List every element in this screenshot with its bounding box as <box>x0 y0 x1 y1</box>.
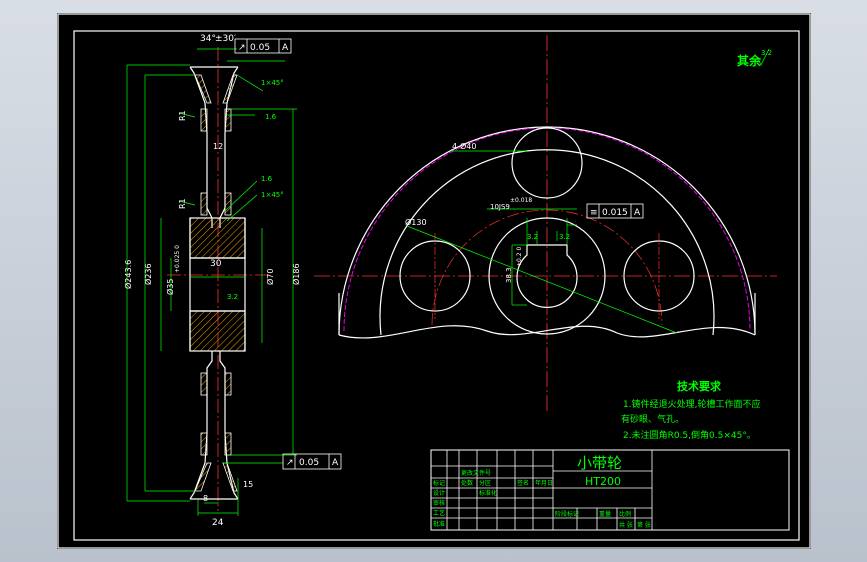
roughness-2-label: 1.6 <box>261 175 273 183</box>
front-view: 4-Ø40 Ø130 10JS9 ±0.018 ≡ 0.015 A 38.3 +… <box>314 35 777 413</box>
tb-cell-11: 审核 <box>433 499 445 507</box>
tb-cell-6: 设计 <box>433 489 445 497</box>
svg-text:↗: ↗ <box>238 43 246 53</box>
dim-70-label: Ø70 <box>265 269 275 285</box>
radius-upper-label: R1 <box>178 110 187 121</box>
chamfer-top-label: 1×45° <box>261 79 284 87</box>
title-block: 小带轮 HT200 标记 处数 分区 更改文件号 签名 年月日 设计 标准化 阶… <box>430 449 790 531</box>
groove-angle-label: 34° <box>200 34 216 44</box>
svg-text:≡: ≡ <box>590 208 598 218</box>
tb-cell-1: 处数 <box>461 479 473 487</box>
symmetry-value: 0.015 <box>602 208 628 218</box>
tb-cell-12: 工艺 <box>433 509 445 517</box>
tb-cell-14: 共 张 <box>619 521 633 529</box>
runout-top-ref: A <box>282 43 289 53</box>
radius-lower-label: R1 <box>178 198 187 209</box>
tb-cell-10: 比例 <box>619 510 631 518</box>
dim-15-label: 15 <box>243 480 253 489</box>
tb-cell-0: 标记 <box>433 479 445 487</box>
hub-upper <box>189 217 246 259</box>
tb-cell-13: 批准 <box>433 520 445 528</box>
surface-finish-label: 其余 <box>737 53 762 68</box>
hub-lower <box>189 310 246 352</box>
bore-tolerance-label: +0.025 0 <box>174 245 181 273</box>
bore-keyway <box>516 244 578 308</box>
hub-circle <box>488 217 606 335</box>
drawing-sheet[interactable]: 34° ±30′ ↗ 0.05 A 1×45° 1.6 1.6 1×45° R1… <box>57 13 811 549</box>
break-line <box>338 325 756 339</box>
runout-frame-top: ↗ 0.05 A <box>234 38 292 54</box>
tech-requirements: 技术要求 1.铸件经退火处理,轮槽工作面不应 有砂眼、气孔。 2.未注圆角R0.… <box>621 379 760 441</box>
symmetry-ref: A <box>634 208 641 218</box>
drawing-title: 小带轮 <box>577 454 622 472</box>
dim-243-label: Ø243.6 <box>123 260 133 289</box>
tech-line-1: 1.铸件经退火处理,轮槽工作面不应 <box>623 398 760 410</box>
runout-bottom-ref: A <box>332 458 339 468</box>
material-label: HT200 <box>585 475 621 488</box>
tb-cell-8: 阶段标记 <box>555 510 579 518</box>
section-view: 34° ±30′ ↗ 0.05 A 1×45° 1.6 1.6 1×45° R1… <box>123 34 342 528</box>
tech-line-3: 2.未注圆角R0.5,倒角0.5×45°。 <box>623 429 756 441</box>
dim-186-label: Ø186 <box>291 263 301 285</box>
dim-8-label: 8 <box>203 494 208 503</box>
tech-line-2: 有砂眼、气孔。 <box>621 413 684 425</box>
outer-rim <box>338 126 756 336</box>
dim-236-label: Ø236 <box>143 263 153 285</box>
symmetry-frame: ≡ 0.015 A <box>586 203 644 219</box>
holes-dia-label: 4-Ø40 <box>452 141 476 151</box>
tb-cell-9: 重量 <box>599 510 611 518</box>
key-roughness-2-label: 3.2 <box>559 233 570 241</box>
dim-30-label: 30 <box>210 259 222 269</box>
tb-cell-4: 签名 <box>517 479 529 487</box>
bore-roughness-label: 3.2 <box>227 293 238 301</box>
keyway-tolerance-label: ±0.018 <box>510 197 532 204</box>
runout-frame-bottom: ↗ 0.05 A <box>282 453 342 470</box>
keyway-width-label: 10JS9 <box>490 203 510 211</box>
bore-dia-label: Ø35 <box>165 279 175 295</box>
runout-bottom-value: 0.05 <box>299 458 319 468</box>
roughness-1-label: 1.6 <box>265 113 277 121</box>
tb-cell-5: 年月日 <box>535 479 553 487</box>
runout-top-value: 0.05 <box>250 43 270 53</box>
angle-tolerance-label: ±30′ <box>215 34 236 44</box>
tb-cell-7: 标准化 <box>479 489 497 497</box>
chamfer-mid-label: 1×45° <box>261 191 284 199</box>
tb-cell-15: 第 张 <box>637 521 651 529</box>
dim-12-label: 12 <box>213 142 223 151</box>
web-hole-top <box>511 127 583 199</box>
dim-24-label: 24 <box>212 518 224 528</box>
inner-frame <box>73 30 800 541</box>
pitch-circle-label: Ø130 <box>405 217 427 227</box>
tb-cell-2: 分区 <box>479 479 491 487</box>
tech-heading: 技术要求 <box>677 379 722 393</box>
keyway-depth-label: 38.3 <box>505 267 513 283</box>
svg-text:↗: ↗ <box>286 458 294 468</box>
inner-rim <box>379 149 715 336</box>
outer-frame <box>57 13 811 549</box>
key-roughness-label: 3.2 <box>527 233 538 241</box>
keyway-depth-tol: +0.2 0 <box>516 247 523 267</box>
drawing-canvas: 34° ±30′ ↗ 0.05 A 1×45° 1.6 1.6 1×45° R1… <box>57 13 811 549</box>
surface-finish-note: 其余 3.2 <box>737 48 772 68</box>
tb-cell-3: 更改文件号 <box>461 469 491 477</box>
